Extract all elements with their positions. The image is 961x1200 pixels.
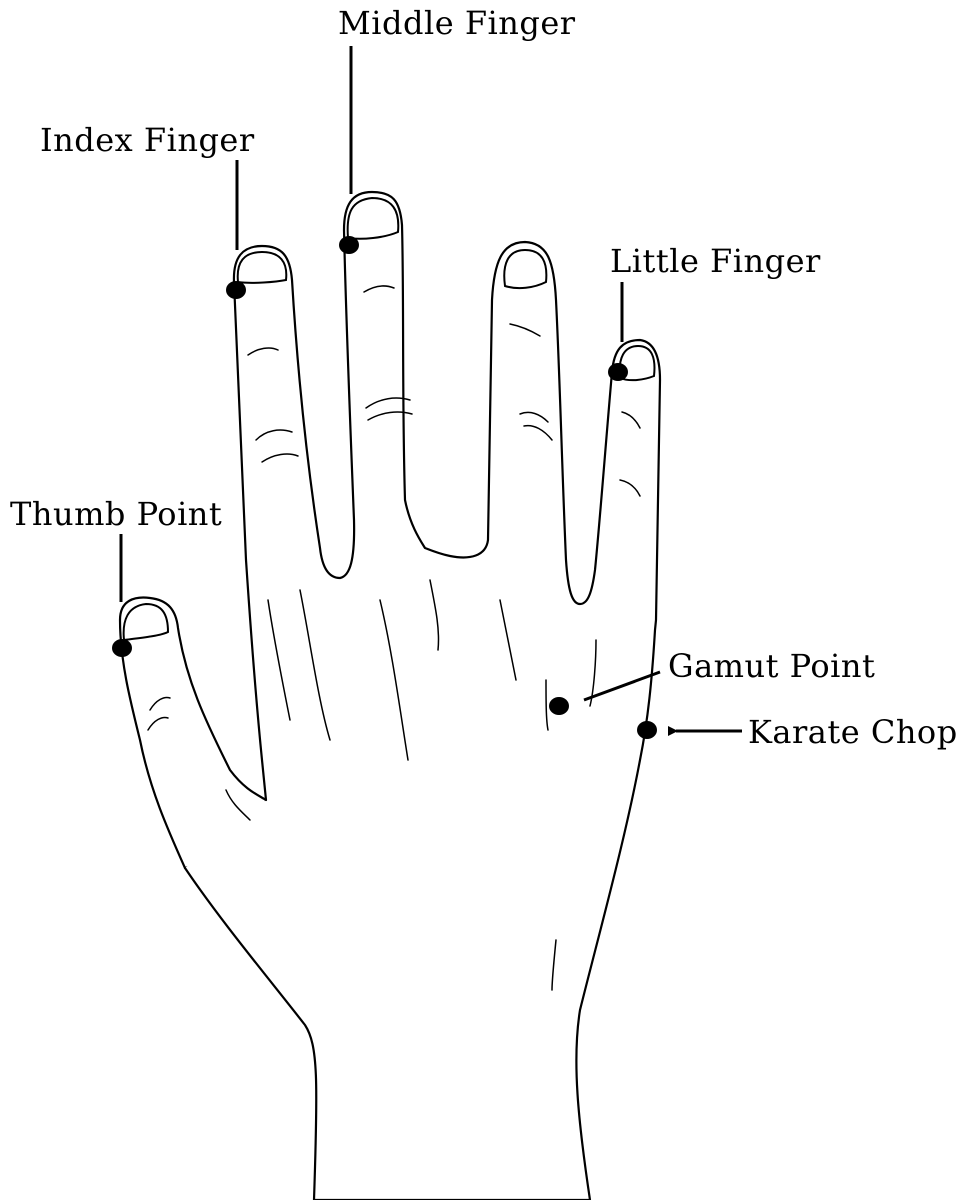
hand-drawing xyxy=(120,192,660,1200)
ring-nail xyxy=(504,250,546,288)
index-finger-label: Index Finger xyxy=(40,121,255,159)
middle-finger-label: Middle Finger xyxy=(338,4,576,42)
hand-outline xyxy=(185,192,660,1200)
little-finger-point xyxy=(608,363,628,381)
gamut-point-label: Gamut Point xyxy=(668,647,875,685)
index-finger-point xyxy=(226,281,246,299)
thumb-point-label: Thumb Point xyxy=(10,495,222,533)
index-nail xyxy=(238,252,287,283)
karate-chop-point xyxy=(637,721,657,739)
thumb-point-dot xyxy=(112,639,132,657)
middle-nail xyxy=(348,198,399,239)
karate-chop-label: Karate Chop xyxy=(748,713,958,751)
middle-finger-point xyxy=(339,236,359,254)
gamut-point-dot xyxy=(549,697,569,715)
little-finger-label: Little Finger xyxy=(610,242,821,280)
